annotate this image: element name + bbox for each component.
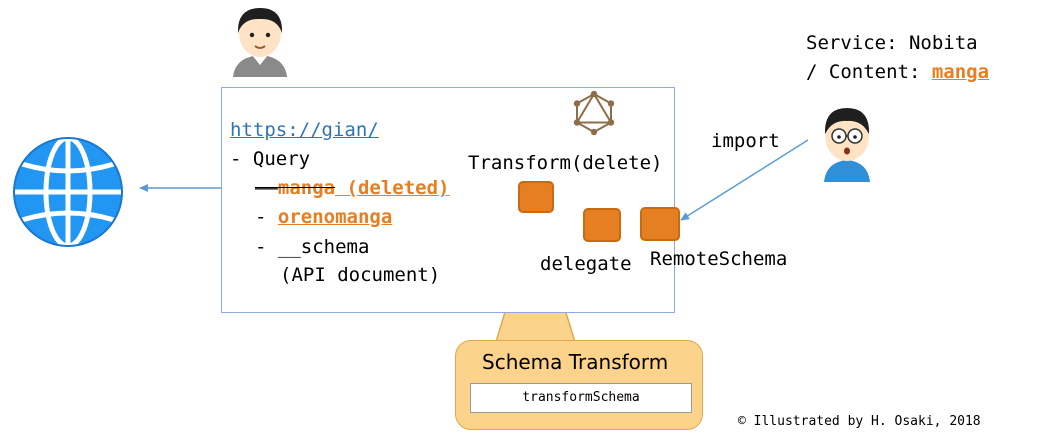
- schema-note: (API document): [280, 264, 441, 286]
- remote-schema-label: RemoteSchema: [650, 248, 788, 270]
- remote-schema-node: [640, 207, 680, 241]
- delegate-label: delegate: [540, 253, 632, 275]
- content-prefix: / Content:: [806, 61, 932, 83]
- field-manga-deleted: ——manga (deleted): [255, 179, 449, 198]
- content-line: / Content: manga: [806, 63, 989, 82]
- query-label: - Query: [230, 148, 311, 170]
- delegate-node: [583, 208, 621, 242]
- field-orenomanga: - orenomanga: [255, 208, 392, 227]
- transform-node: [518, 181, 554, 213]
- service-line: Service: Nobita: [806, 32, 978, 54]
- field-deleted-suffix: (deleted): [335, 177, 450, 199]
- globe-icon: [13, 135, 123, 249]
- field-orenomanga-name: orenomanga: [277, 206, 393, 228]
- gateway-url[interactable]: https://gian/: [230, 119, 379, 141]
- arrow-import: [680, 139, 809, 221]
- graphql-logo-icon: [573, 90, 615, 136]
- content-name: manga: [931, 61, 990, 83]
- transform-label: Transform(delete): [468, 152, 663, 174]
- field-schema: - __schema: [255, 238, 369, 257]
- field-prefix: -: [255, 206, 278, 228]
- credit-text: © Illustrated by H. Osaki, 2018: [738, 414, 981, 429]
- transform-schema-function: transformSchema: [470, 383, 692, 413]
- gateway-box: [221, 87, 675, 313]
- callout-title: Schema Transform: [482, 350, 669, 374]
- field-prefix: -: [255, 236, 278, 258]
- user-avatar-top: [233, 8, 287, 77]
- field-prefix: ——: [255, 177, 278, 199]
- field-schema-name: __schema: [277, 236, 370, 258]
- user-avatar-nobita: [824, 108, 870, 182]
- field-manga-name: manga: [277, 177, 336, 199]
- import-label: import: [711, 130, 780, 152]
